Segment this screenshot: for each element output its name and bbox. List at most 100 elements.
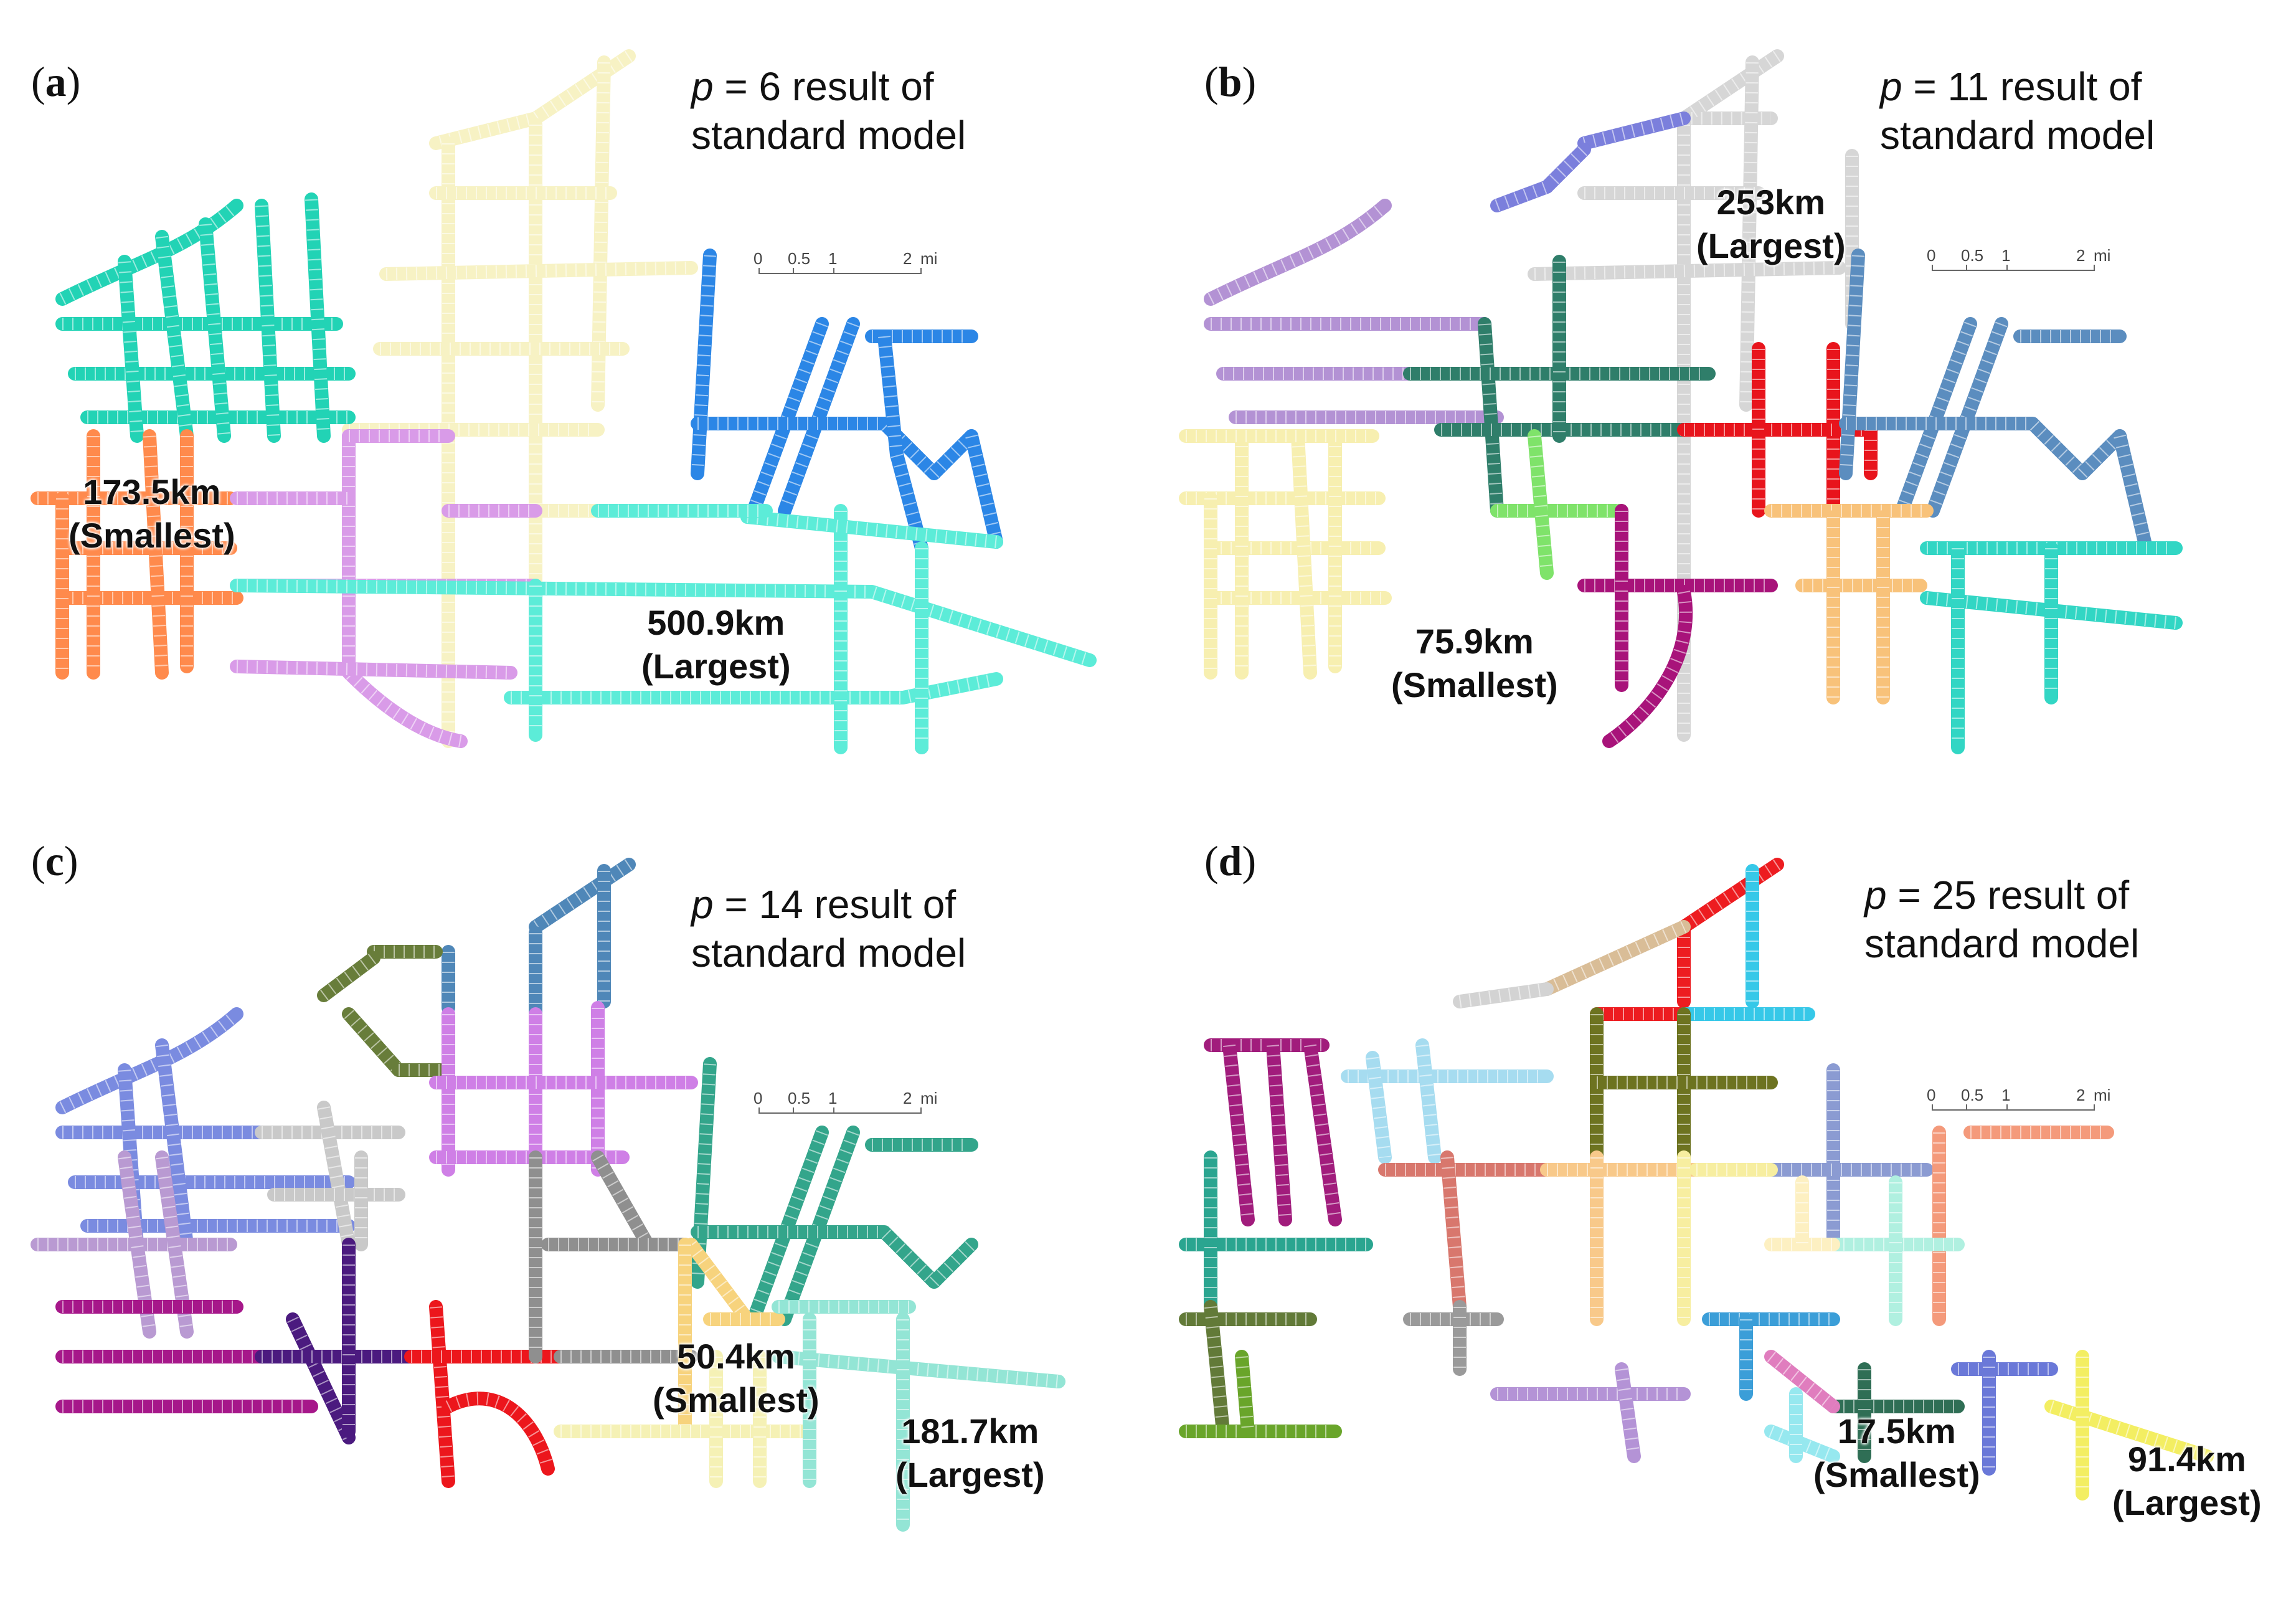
scale-label: 2 xyxy=(903,249,912,268)
road-segment xyxy=(317,1101,356,1251)
scale-tick xyxy=(758,268,760,274)
road-segment xyxy=(1739,55,1759,412)
callout-largest: 181.7km(Largest) xyxy=(895,1411,1045,1494)
road-segment xyxy=(1764,1350,1840,1413)
road-segment xyxy=(691,417,941,480)
road-segment xyxy=(55,1007,243,1114)
scale-tick xyxy=(793,268,794,274)
road-segment xyxy=(1677,858,1784,934)
scale-tick xyxy=(793,1107,794,1114)
road-segment xyxy=(691,1225,941,1289)
scale-tick xyxy=(1932,1104,1933,1111)
scale-unit: mi xyxy=(2094,246,2111,265)
road-segment xyxy=(199,217,231,443)
road-segment xyxy=(1235,1350,1255,1438)
road-segment xyxy=(442,1392,555,1476)
scale-unit: mi xyxy=(2094,1086,2111,1104)
callout-smallest: 75.9km(Smallest) xyxy=(1391,622,1558,704)
road-segment xyxy=(1222,1038,1255,1226)
road-segment xyxy=(1839,249,1865,480)
panel-letter: (c) xyxy=(31,837,78,884)
scale-label: 1 xyxy=(828,249,838,268)
road-segment xyxy=(1303,1038,1342,1226)
panel-letter: (b) xyxy=(1204,58,1257,105)
map-d xyxy=(1179,858,2214,1501)
scale-label: 1 xyxy=(828,1089,838,1107)
panel-letter: (a) xyxy=(31,58,81,105)
scale-label: 2 xyxy=(903,1089,912,1107)
scale-tick xyxy=(2006,265,2008,271)
scale-label: 0 xyxy=(754,1089,763,1107)
scale-label: 0.5 xyxy=(788,249,811,268)
road-segment xyxy=(379,261,698,281)
road-segment xyxy=(1528,261,1846,281)
road-segment xyxy=(684,1238,754,1326)
scale-tick xyxy=(2006,1104,2008,1111)
road-segment xyxy=(1490,180,1554,212)
map-c xyxy=(31,858,1065,1532)
map-b xyxy=(1179,49,2183,754)
scale-tick xyxy=(2094,1104,2095,1111)
scale-label: 0.5 xyxy=(1961,1086,1984,1104)
callout-largest: 253km(Largest) xyxy=(1696,183,1846,265)
map-a xyxy=(31,49,1097,754)
callout-smallest: 17.5km(Smallest) xyxy=(1813,1411,1980,1494)
road-segment xyxy=(2076,429,2127,480)
road-segment xyxy=(317,951,380,1002)
road-segment xyxy=(429,1300,455,1488)
road-segment xyxy=(772,1350,1065,1388)
scale-tick xyxy=(1966,265,1967,271)
scale-line xyxy=(758,273,920,274)
road-segment xyxy=(1266,1038,1292,1226)
scale-label: 2 xyxy=(2076,246,2086,265)
road-segment xyxy=(529,858,636,934)
road-segment xyxy=(230,579,1097,667)
road-segment xyxy=(118,255,144,443)
scale-tick xyxy=(1932,265,1933,271)
road-segment xyxy=(1453,982,1554,1008)
scale-line xyxy=(1932,270,2094,271)
scale-tick xyxy=(833,268,834,274)
road-segment xyxy=(740,510,1003,549)
scale-label: 1 xyxy=(2001,1086,2011,1104)
scale-tick xyxy=(920,1107,922,1114)
scale-line xyxy=(758,1112,920,1114)
scale-label: 0.5 xyxy=(788,1089,811,1107)
scale-label: 1 xyxy=(2001,246,2011,265)
road-segment xyxy=(255,199,281,443)
road-segment xyxy=(1440,1150,1467,1314)
road-segment xyxy=(927,429,978,480)
road-segment xyxy=(1602,585,1693,748)
road-segment xyxy=(342,1007,405,1077)
road-segment xyxy=(1764,423,1878,480)
scale-line xyxy=(1932,1109,2094,1111)
scale-label: 0 xyxy=(1927,1086,1936,1104)
road-segment xyxy=(1528,429,1554,580)
callout-largest: 91.4km(Largest) xyxy=(2112,1439,2262,1522)
scale-tick xyxy=(758,1107,760,1114)
road-segment xyxy=(305,192,331,443)
road-segment xyxy=(504,672,1003,704)
road-segment xyxy=(143,429,169,680)
scale-tick xyxy=(833,1107,834,1114)
road-segment xyxy=(2113,429,2152,549)
road-segment xyxy=(591,1150,654,1251)
scale-label: 0 xyxy=(754,249,763,268)
road-segment xyxy=(286,1312,356,1444)
road-segment xyxy=(342,429,468,748)
scale-label: 0 xyxy=(1927,246,1936,265)
scale-label: 0.5 xyxy=(1961,246,1984,265)
scale-bar: 0 0.5 1 2 mi xyxy=(1927,246,2111,283)
